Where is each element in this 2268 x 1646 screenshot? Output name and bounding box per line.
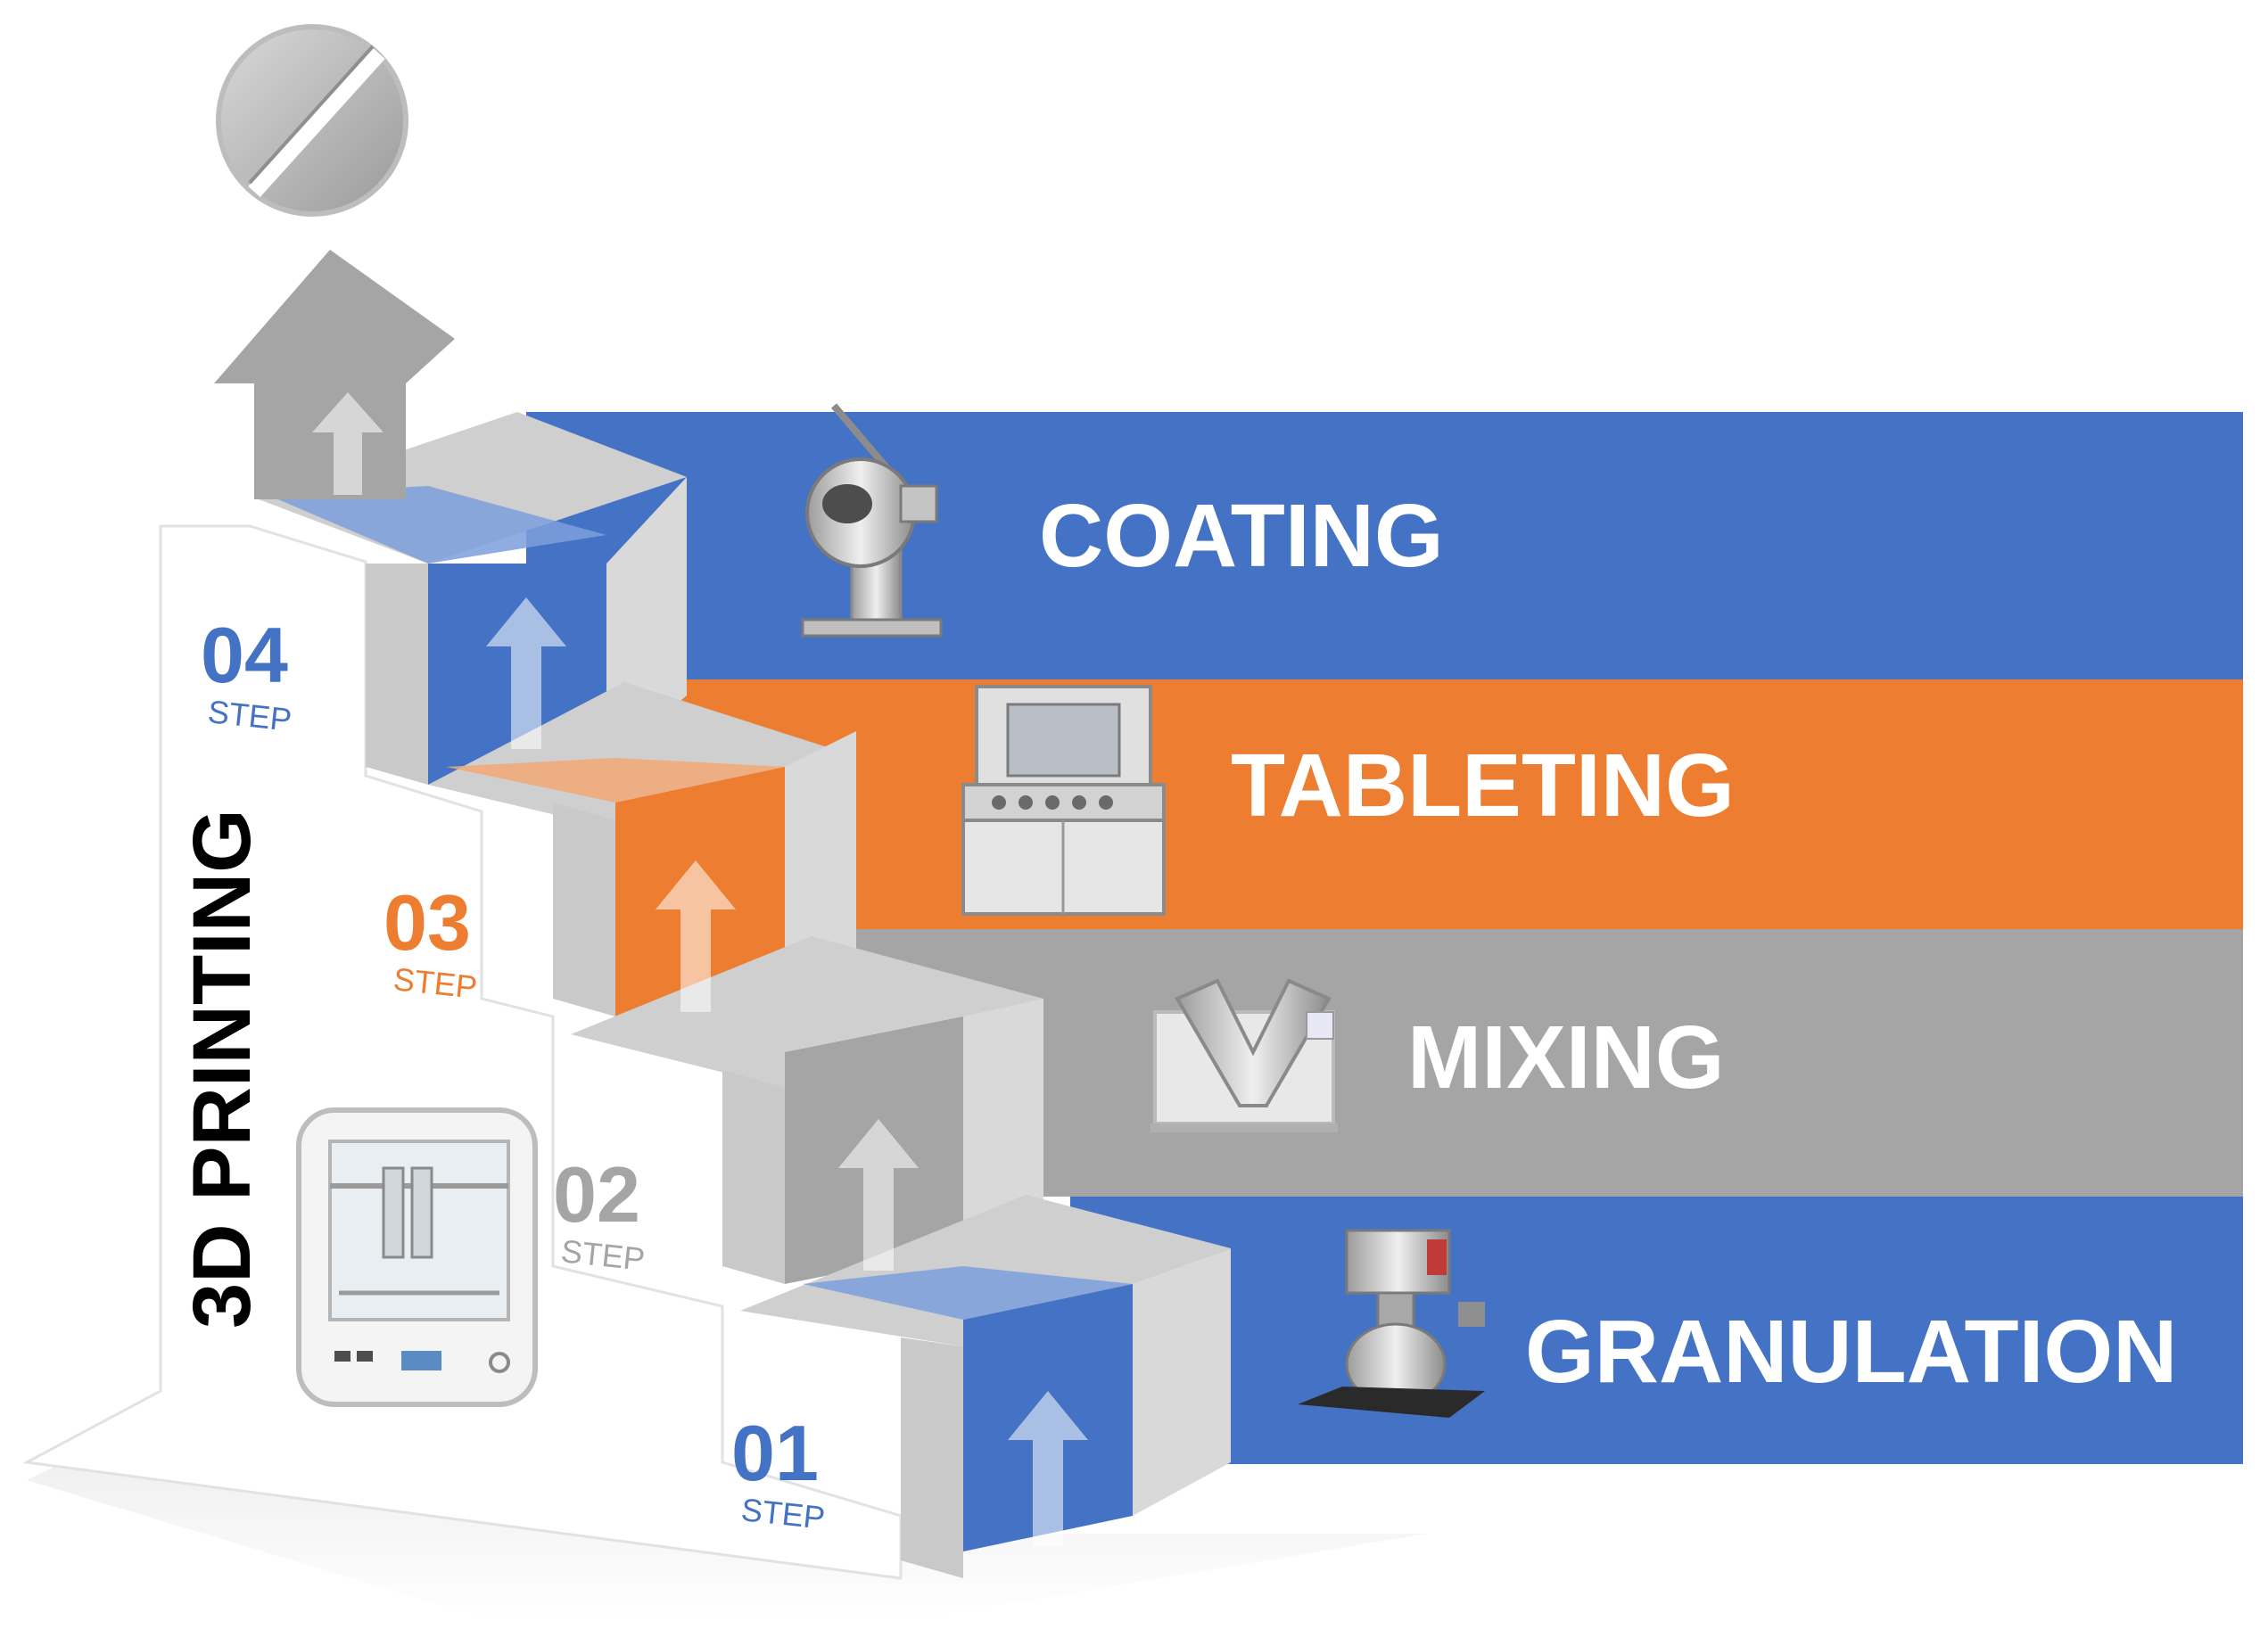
step-1-side: [1133, 1248, 1231, 1516]
step-number: 04: [201, 611, 288, 699]
band-label-tableting: TABLETING: [1231, 736, 1735, 835]
granulator-machine-icon: [1298, 1229, 1485, 1418]
step-label-03: 03 STEP: [383, 878, 479, 1006]
step-number: 01: [731, 1409, 819, 1497]
band-label-coating: COATING: [1039, 486, 1444, 586]
step-word: STEP: [739, 1491, 827, 1536]
up-arrow-icon: [1008, 1391, 1088, 1547]
band-label-mixing: MIXING: [1407, 1008, 1725, 1107]
step-number: 03: [383, 878, 471, 967]
step-word: STEP: [559, 1232, 647, 1278]
step-3-top: [428, 682, 838, 829]
up-arrow-icon: [486, 597, 566, 749]
step-2-top: [571, 936, 1043, 1088]
staircase: [22, 412, 1231, 1580]
step-3-riser: [553, 802, 615, 1016]
step-3-top-accent: [446, 758, 785, 802]
up-arrow-icon: [838, 1119, 919, 1271]
top-arrow: [214, 250, 455, 499]
up-arrow-icon: [312, 392, 383, 495]
tablet-pill-icon: [216, 24, 408, 217]
side-title: 3D PRINTING: [177, 809, 268, 1329]
step-4-top-accent: [268, 486, 606, 564]
step-2-side: [963, 999, 1043, 1248]
band-tableting: [660, 679, 2243, 929]
step-1-riser: [901, 1337, 963, 1578]
step-label-04: 04 STEP: [201, 611, 293, 738]
step-label-02: 02 STEP: [553, 1150, 647, 1278]
band-label-granulation: GRANULATION: [1525, 1302, 2177, 1402]
up-arrow-icon: [214, 250, 455, 499]
step-word: STEP: [206, 693, 293, 738]
step-3-side: [785, 731, 856, 990]
step-arrows: [486, 597, 1088, 1547]
step-number: 02: [553, 1150, 640, 1239]
up-arrow-icon: [656, 860, 736, 1012]
step-4-riser: [366, 564, 428, 785]
tablet-press-machine-icon: [961, 685, 1166, 916]
step-1-top-accent: [803, 1266, 1133, 1320]
step-label-01: 01 STEP: [731, 1409, 827, 1536]
band-mixing: [856, 929, 2243, 1197]
band-granulation: [1070, 1197, 2243, 1464]
3d-printer-icon: [296, 1107, 538, 1407]
step-2-riser: [722, 1070, 785, 1284]
v-blender-machine-icon: [1150, 978, 1338, 1132]
step-word: STEP: [392, 960, 479, 1006]
coating-pan-machine-icon: [801, 403, 943, 638]
